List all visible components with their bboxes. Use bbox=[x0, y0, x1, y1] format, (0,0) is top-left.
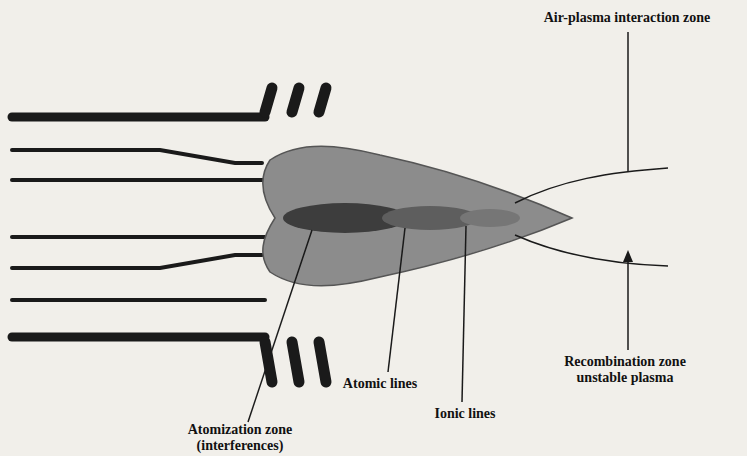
zone-label: Atomic lines bbox=[325, 376, 435, 392]
outer-tube bbox=[12, 333, 265, 342]
zone-label: Air-plasma interaction zone bbox=[512, 10, 742, 26]
leader-line bbox=[627, 32, 629, 172]
ionic-zone bbox=[460, 209, 520, 227]
zone-label: Recombination zone unstable plasma bbox=[545, 354, 705, 386]
arrowhead bbox=[623, 250, 633, 262]
leader-line bbox=[248, 230, 312, 422]
zone-label: Ionic lines bbox=[415, 406, 515, 422]
inner-tube bbox=[12, 235, 265, 239]
leader-line bbox=[388, 228, 405, 372]
leader-arrow bbox=[627, 258, 629, 350]
inner-tube bbox=[12, 255, 262, 268]
outer-tube bbox=[12, 113, 265, 122]
leader-line bbox=[462, 226, 466, 402]
plasma-plume bbox=[263, 146, 572, 286]
inner-tube bbox=[12, 178, 265, 182]
inner-tube bbox=[12, 150, 262, 163]
interaction-boundary bbox=[515, 168, 668, 203]
inner-tube bbox=[12, 298, 265, 302]
interaction-boundary bbox=[515, 235, 668, 266]
zone-label: Atomization zone (interferences) bbox=[170, 422, 310, 454]
